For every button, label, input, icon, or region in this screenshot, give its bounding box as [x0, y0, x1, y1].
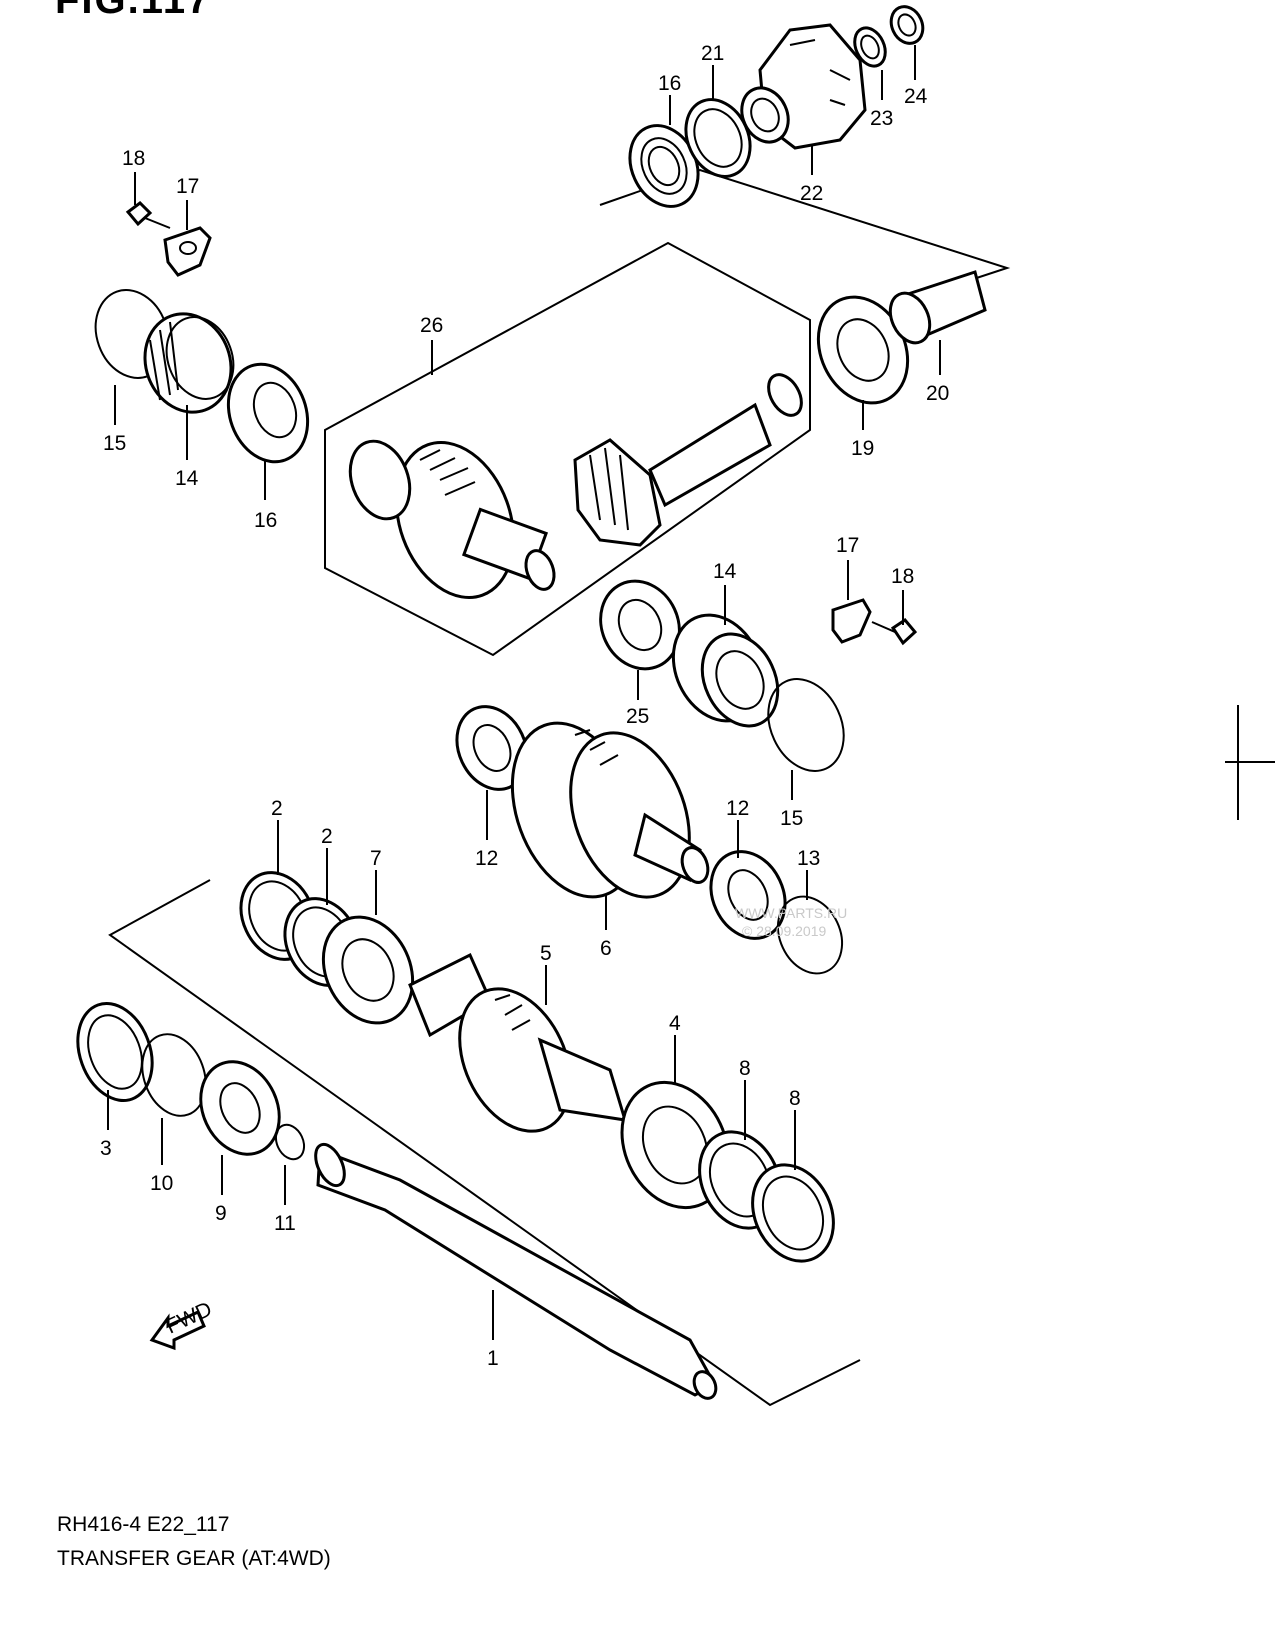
bearing-16-upper	[628, 124, 700, 208]
callout-16a: 16	[658, 72, 681, 95]
callout-8a: 8	[739, 1057, 751, 1080]
gear-5	[408, 952, 628, 1133]
washer-23	[853, 26, 887, 68]
callout-6: 6	[600, 937, 612, 960]
callout-17a: 17	[176, 175, 199, 198]
leader-lines	[107, 45, 941, 1340]
callout-11: 11	[274, 1212, 296, 1235]
callout-7: 7	[370, 847, 382, 870]
watermark-date: © 28.09.2019	[742, 923, 826, 939]
callout-18b: 18	[891, 565, 914, 588]
nut-24	[889, 5, 925, 45]
figure-title: FIG.117	[55, 0, 212, 22]
callout-2a: 2	[271, 797, 283, 820]
bearing-12-right	[709, 850, 787, 940]
callout-14a: 14	[175, 467, 199, 490]
snap-ring-10	[141, 1033, 207, 1117]
group-box-lower	[108, 879, 861, 1407]
callout-14b: 14	[713, 560, 737, 583]
bearing-25	[599, 579, 681, 671]
callout-13: 13	[797, 847, 820, 870]
bolt-18-upper	[125, 201, 171, 229]
callout-25: 25	[626, 705, 649, 728]
fwd-arrow-icon: FWD	[149, 1297, 215, 1351]
callout-12b: 12	[726, 797, 749, 820]
snap-ring-11	[274, 1123, 306, 1161]
bearing-9	[199, 1060, 281, 1156]
callout-8b: 8	[789, 1087, 801, 1110]
seal-8-second	[751, 1163, 835, 1263]
sleeve-20	[888, 270, 987, 345]
callout-1: 1	[487, 1347, 499, 1370]
diagram-title: TRANSFER GEAR (AT:4WD)	[57, 1547, 331, 1570]
callout-15a: 15	[103, 432, 126, 455]
callout-18a: 18	[122, 147, 145, 170]
group-box-26	[324, 241, 811, 657]
o-ring-15-middle	[767, 678, 845, 772]
adjuster-14-middle	[671, 613, 780, 728]
callout-4: 4	[669, 1012, 681, 1035]
callout-15b: 15	[780, 807, 803, 830]
gear-6	[510, 721, 710, 899]
callout-5: 5	[540, 942, 552, 965]
bolt-18-middle	[871, 618, 918, 646]
ring-gear-shaft-26	[573, 373, 803, 547]
callout-3: 3	[100, 1137, 112, 1160]
lock-plate-17-middle	[831, 598, 872, 644]
callout-labels: 1 2 2 3 4 5 6 7 8 8 9 10 11 12 12 13 14 …	[100, 42, 949, 1370]
callout-9: 9	[215, 1202, 227, 1225]
seal-3	[76, 1002, 154, 1102]
bearing-7	[321, 915, 415, 1025]
shaft-1	[314, 1142, 718, 1400]
diagram-code: RH416-4 E22_117	[57, 1513, 230, 1536]
flange-22	[740, 23, 867, 150]
callout-20: 20	[926, 382, 949, 405]
callout-17b: 17	[836, 534, 859, 557]
callout-24: 24	[904, 85, 928, 108]
callout-23: 23	[870, 107, 893, 130]
adjuster-14-upper	[143, 312, 235, 414]
snap-ring-13	[776, 895, 844, 975]
bearing-16-left	[226, 362, 310, 464]
callout-19: 19	[851, 437, 874, 460]
callout-12a: 12	[475, 847, 498, 870]
callout-10: 10	[150, 1172, 173, 1195]
bearing-12-left	[455, 705, 529, 791]
callout-26: 26	[420, 314, 443, 337]
callout-16b: 16	[254, 509, 277, 532]
callout-21: 21	[701, 42, 724, 65]
lock-plate-17-upper	[163, 226, 212, 277]
callout-2b: 2	[321, 825, 333, 848]
watermark-site: WWW.PARTS.RU	[735, 905, 847, 921]
pinion-gear-26	[348, 439, 556, 599]
callout-22: 22	[800, 182, 823, 205]
